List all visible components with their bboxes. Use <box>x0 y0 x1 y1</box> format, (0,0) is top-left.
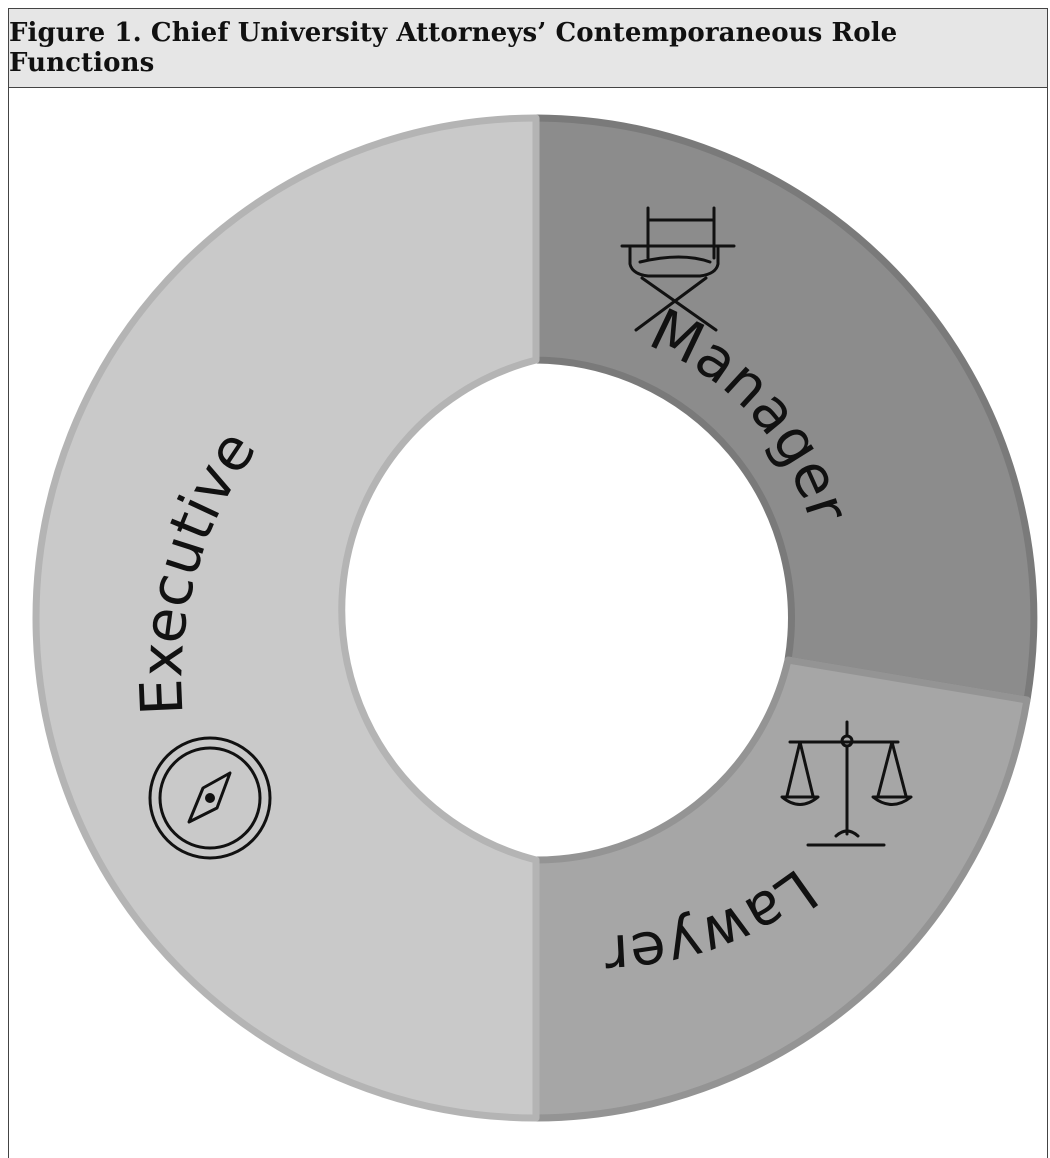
scales-of-justice-icon <box>780 720 913 847</box>
figure-title-bar: Figure 1. Chief University Attorneys’ Co… <box>9 9 1047 88</box>
executive-segment <box>32 114 540 1122</box>
figure-title: Figure 1. Chief University Attorneys’ Co… <box>9 18 898 78</box>
director-chair-icon <box>620 206 736 332</box>
manager-segment <box>532 114 1038 704</box>
compass-icon <box>148 736 272 860</box>
lawyer-segment <box>532 656 1031 1122</box>
